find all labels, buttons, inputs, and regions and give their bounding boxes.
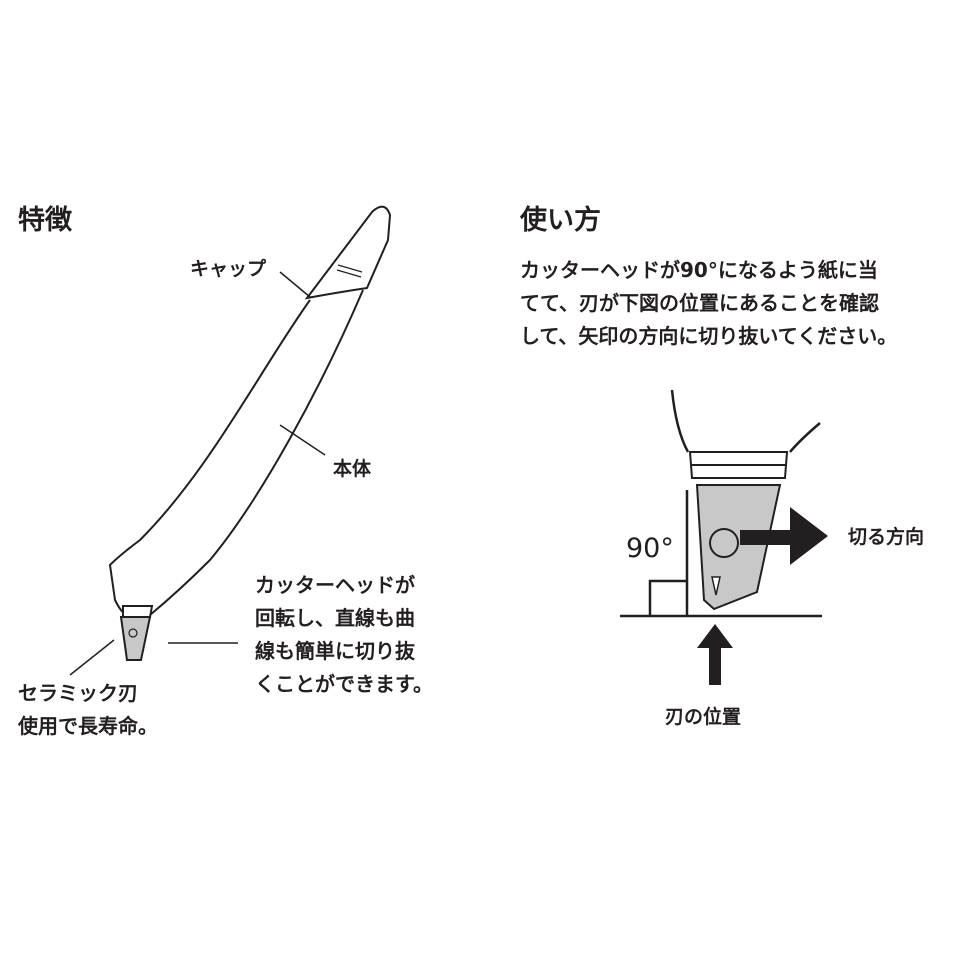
pen-body <box>108 289 364 616</box>
body-label: 本体 <box>333 458 372 480</box>
usage-instructions: カッターヘッドが90°になるよう紙に当 てて、刃が下図の位置にあることを確認 し… <box>520 254 897 353</box>
blade-position-label: 刃の位置 <box>665 706 742 728</box>
pen-blade <box>119 616 152 661</box>
direction-arrow <box>740 507 828 565</box>
ceramic-note: セラミック刃 使用で長寿命。 <box>18 677 158 743</box>
leader-ceramic <box>69 639 115 676</box>
instruction-line: して、矢印の方向に切り抜いてください。 <box>520 324 898 348</box>
pen-illustration <box>69 205 392 676</box>
note-line: カッターヘッドが <box>255 573 415 597</box>
usage-illustration <box>620 389 828 685</box>
note-line: 線も簡単に切り抜 <box>255 639 415 663</box>
pen-collar <box>122 605 154 618</box>
cap-label: キャップ <box>190 258 267 280</box>
right-angle-mark <box>648 579 687 615</box>
leader-body <box>279 424 326 456</box>
cutter-blade <box>695 484 782 611</box>
note-line: セラミック刃 <box>18 681 138 705</box>
usage-heading: 使い方 <box>520 205 601 236</box>
cutter-wheel <box>709 528 739 558</box>
leader-cap <box>279 271 311 298</box>
blade-position-arrow <box>697 624 733 685</box>
features-heading: 特徴 <box>18 205 72 236</box>
note-line: 回転し、直線も曲 <box>255 606 415 630</box>
pen-cap <box>304 205 392 300</box>
angle-label: 90° <box>626 533 674 564</box>
instruction-line: カッターヘッドが90°になるよう紙に当 <box>520 258 878 282</box>
note-line: くことができます。 <box>255 672 433 696</box>
direction-label: 切る方向 <box>848 526 925 548</box>
note-line: 使用で長寿命。 <box>18 714 158 738</box>
cutter-collar <box>688 451 789 479</box>
cutter-head-note: カッターヘッドが 回転し、直線も曲 線も簡単に切り抜 くことができます。 <box>255 569 433 701</box>
instruction-line: てて、刃が下図の位置にあることを確認 <box>520 291 879 315</box>
